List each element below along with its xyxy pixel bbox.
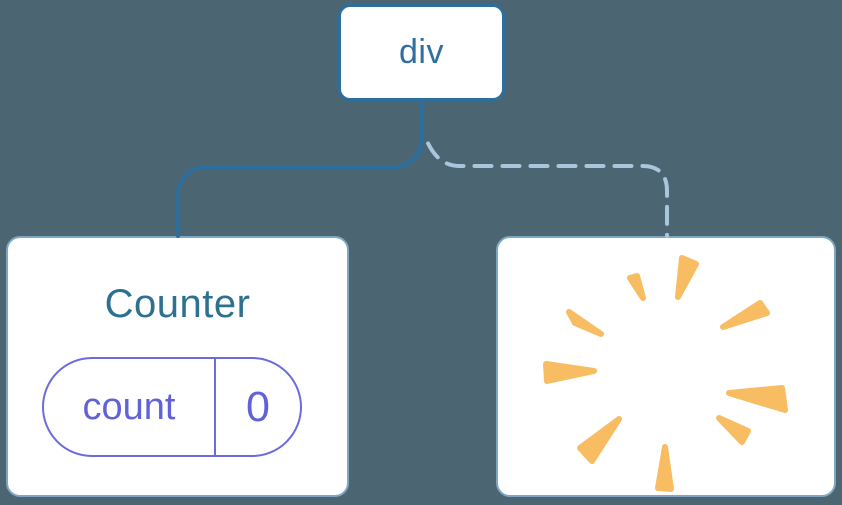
- dashed-connector-line: [423, 134, 669, 238]
- root-node-label: div: [399, 33, 444, 71]
- root-node-div: div: [338, 4, 505, 101]
- removed-component-card: [496, 236, 836, 497]
- solid-connector-line: [176, 99, 424, 238]
- counter-component-card: Counter count 0: [6, 236, 349, 497]
- state-key-label: count: [82, 385, 176, 428]
- state-value-label: 0: [214, 359, 300, 455]
- state-pill: count 0: [42, 357, 302, 457]
- counter-title: Counter: [104, 282, 251, 326]
